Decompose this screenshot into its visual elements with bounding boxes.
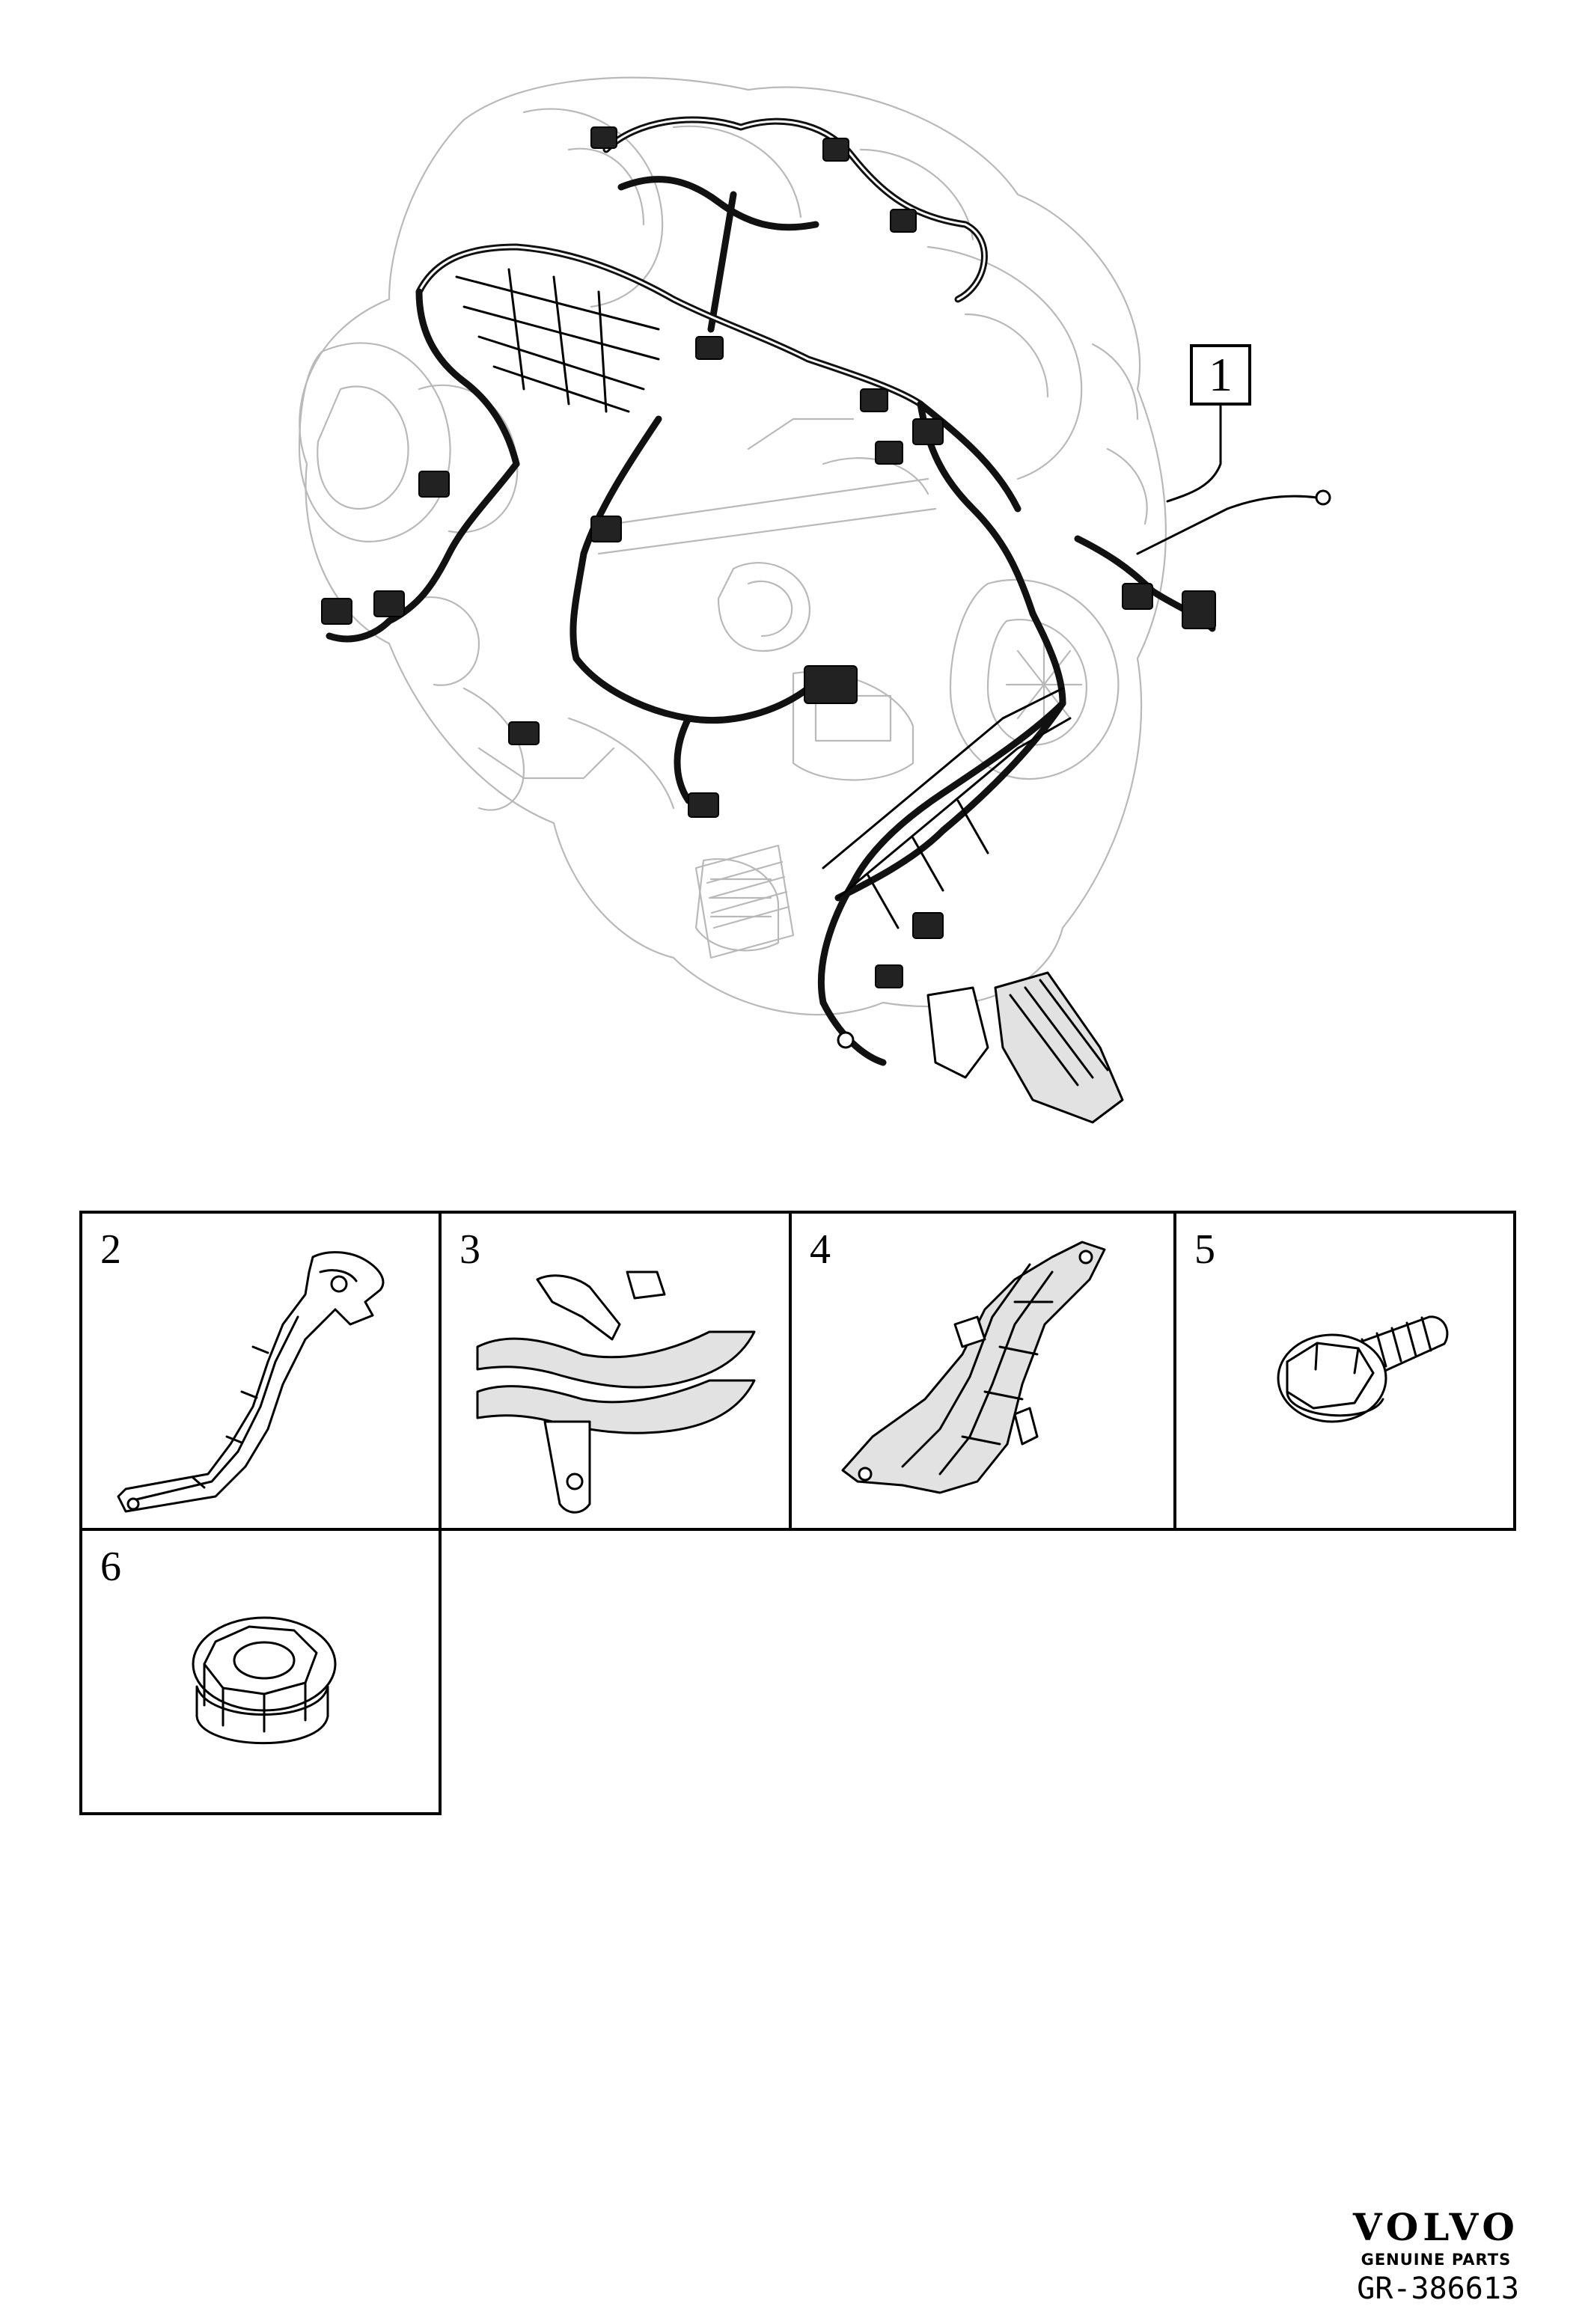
callout-1-label: 1 (1209, 348, 1233, 401)
part-cell-6: 6 (81, 1529, 440, 1814)
brand-logo-text: VOLVO (1352, 2205, 1519, 2249)
drawing-code: GR-386613 (1357, 2272, 1519, 2306)
harness-connectors (321, 126, 1216, 1049)
part-cell-2: 2 (81, 1212, 440, 1529)
volvo-genuine-parts-logo: VOLVO GENUINE PARTS (1353, 2209, 1519, 2269)
engine-control-module (822, 687, 1124, 1124)
callout-1: 1 (1190, 344, 1251, 406)
part-number-4: 4 (810, 1226, 831, 1273)
part-cell-3: 3 (440, 1212, 790, 1529)
control-module-bracket-icon (841, 1241, 1106, 1494)
part-cell-4: 4 (790, 1212, 1175, 1529)
harness-bracket-icon (117, 1251, 385, 1513)
part-number-5: 5 (1194, 1226, 1215, 1273)
part-number-3: 3 (459, 1226, 480, 1273)
flange-bolt-icon (1277, 1315, 1449, 1423)
part-number-6: 6 (100, 1544, 121, 1590)
flange-nut-icon (192, 1616, 337, 1745)
part-cell-5: 5 (1175, 1212, 1515, 1529)
brand-tagline: GENUINE PARTS (1361, 2251, 1512, 2269)
cable-clip-icon (476, 1270, 756, 1514)
part-number-2: 2 (100, 1226, 121, 1273)
oil-cooler (694, 844, 795, 959)
